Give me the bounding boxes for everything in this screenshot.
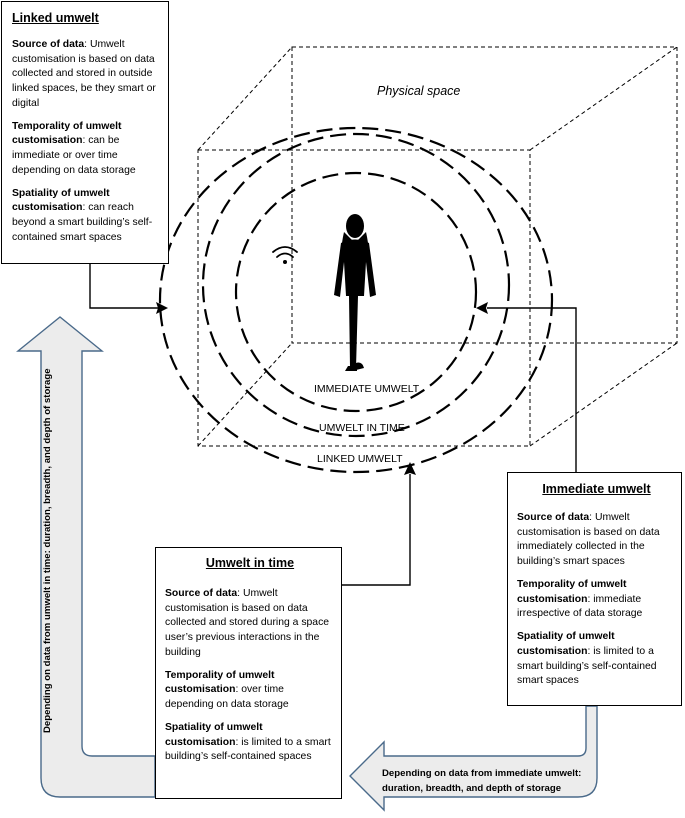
description: : Umwelt customisation is based on data … xyxy=(165,587,330,658)
left-arrow-label: Depending on data from umwelt in time: d… xyxy=(42,368,53,733)
term: Spatiality of umwelt customisation xyxy=(165,721,263,748)
umwelt-in-time-ring xyxy=(201,132,511,438)
connector-linked xyxy=(89,264,158,309)
term: Spatiality of umwelt customisation xyxy=(12,187,110,214)
immediate-umwelt-ring-label: IMMEDIATE UMWELT xyxy=(314,383,420,395)
wifi-icon xyxy=(272,246,298,264)
bottom-arrow-label: Depending on data from immediate umwelt:… xyxy=(382,766,581,797)
physical-space-cube xyxy=(197,46,678,447)
immediate-temporality: Temporality of umwelt customisation: imm… xyxy=(517,578,676,622)
term: Spatiality of umwelt customisation xyxy=(517,631,615,657)
umwelt-in-time-ring-label: UMWELT IN TIME xyxy=(319,422,405,434)
person-silhouette-icon xyxy=(334,214,376,371)
bottom-feedback-arrow xyxy=(349,705,598,812)
linked-umwelt-ring-label: LINKED UMWELT xyxy=(317,453,403,465)
linked-temporality: Temporality of umwelt customisation: can… xyxy=(12,120,162,179)
immediate-umwelt-box: Immediate umwelt Source of data: Umwelt … xyxy=(507,472,682,706)
connector-time xyxy=(342,474,411,586)
connector-linked-arrowhead xyxy=(156,302,168,314)
physical-space-label: Physical space xyxy=(377,84,461,98)
time-source-of-data: Source of data: Umwelt customisation is … xyxy=(165,587,335,661)
term: Temporality of umwelt customisation xyxy=(165,669,275,696)
connector-time-arrowhead xyxy=(404,462,416,475)
description: : is limited to a smart building’s self-… xyxy=(165,736,331,763)
immediate-spatiality: Spatiality of umwelt customisation: is l… xyxy=(517,630,676,689)
linked-source-of-data: Source of data: Umwelt customisation is … xyxy=(12,38,162,112)
term: Source of data xyxy=(165,587,238,599)
linked-umwelt-ring xyxy=(158,126,554,474)
description: : can reach beyond a smart building’s se… xyxy=(12,202,153,243)
umwelt-in-time-title: Umwelt in time xyxy=(205,556,295,570)
umwelt-in-time-box: Umwelt in time Source of data: Umwelt cu… xyxy=(155,547,342,799)
term: Source of data xyxy=(517,511,590,523)
time-temporality: Temporality of umwelt customisation: ove… xyxy=(165,669,335,713)
connector-immediate-arrowhead xyxy=(476,302,488,314)
description: : can be immediate or over time dependin… xyxy=(12,135,136,176)
term: Temporality of umwelt customisation xyxy=(12,120,122,147)
bottom-arrow-label-line1: Depending on data from immediate umwelt: xyxy=(382,768,582,779)
connector-immediate xyxy=(487,307,577,472)
immediate-umwelt-ring xyxy=(234,171,478,413)
description: : Umwelt customisation is based on data … xyxy=(12,38,156,109)
linked-umwelt-title: Linked umwelt xyxy=(12,11,99,25)
left-feedback-arrow xyxy=(16,316,156,798)
time-spatiality: Spatiality of umwelt customisation: is l… xyxy=(165,721,335,765)
term: Temporality of umwelt customisation xyxy=(517,578,627,605)
description: : over time depending on data storage xyxy=(165,684,289,711)
bottom-arrow-label-line2: duration, breadth, and depth of storage xyxy=(382,783,562,795)
term: Source of data xyxy=(12,38,85,50)
immediate-umwelt-title: Immediate umwelt xyxy=(542,482,651,496)
linked-umwelt-box: Linked umwelt Source of data: Umwelt cus… xyxy=(1,1,169,264)
linked-spatiality: Spatiality of umwelt customisation: can … xyxy=(12,187,162,246)
description: : Umwelt customisation is based on data … xyxy=(517,511,660,568)
description: : immediate irrespective of data storage xyxy=(517,593,643,620)
immediate-source-of-data: Source of data: Umwelt customisation is … xyxy=(517,511,676,570)
description: : is limited to a smart building’s self-… xyxy=(517,645,657,687)
